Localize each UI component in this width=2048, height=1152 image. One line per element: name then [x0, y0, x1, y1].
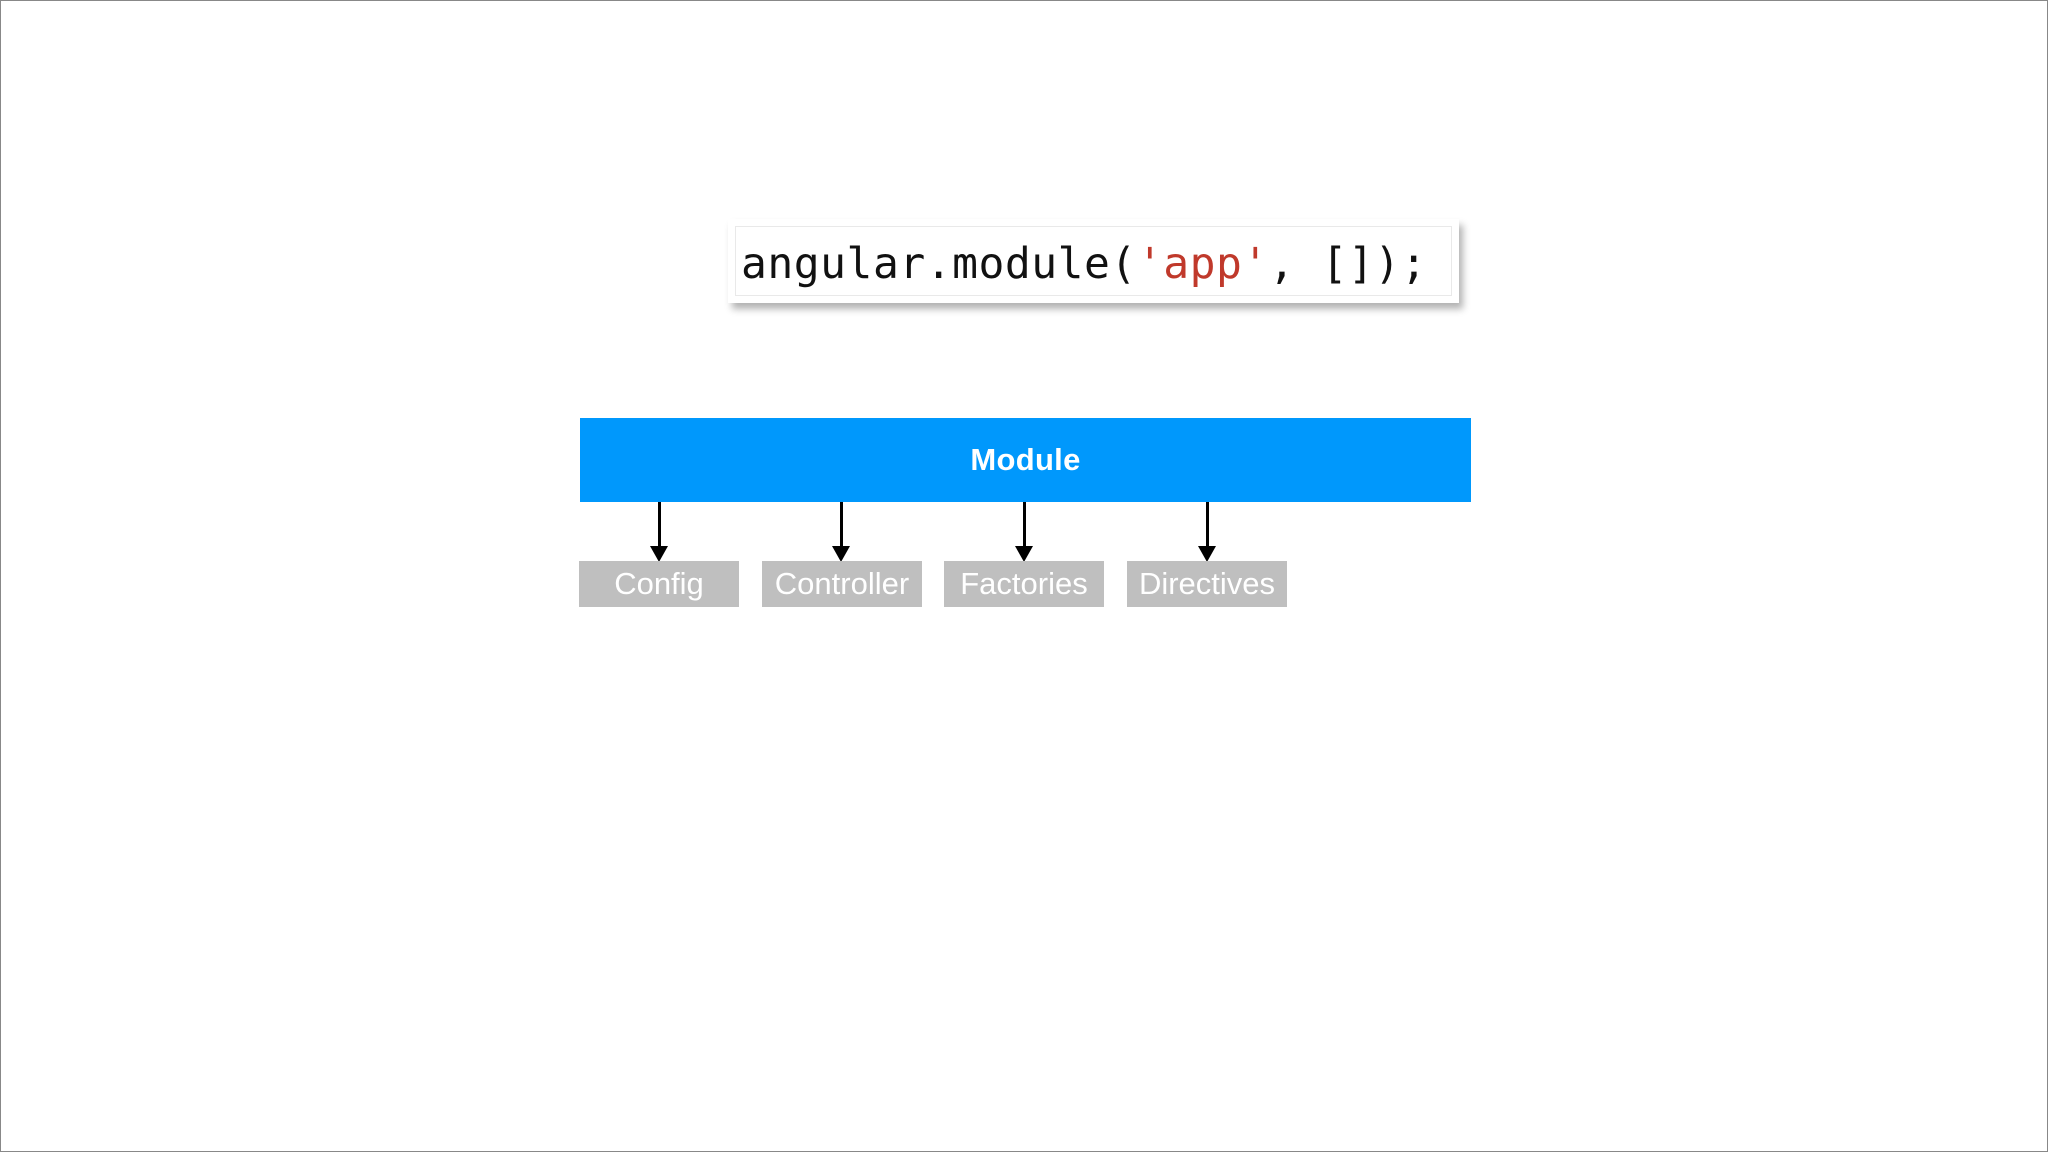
- code-string-literal: 'app': [1136, 239, 1269, 289]
- module-node-label: Module: [970, 442, 1081, 477]
- child-node-directives: Directives: [1127, 561, 1287, 607]
- connector-line-directives: [1206, 502, 1209, 550]
- connector-line-config: [658, 502, 661, 550]
- child-node-label: Factories: [960, 566, 1088, 601]
- code-prefix: angular.module(: [741, 239, 1137, 289]
- arrow-head-icon-factories: [1015, 546, 1033, 562]
- child-node-label: Controller: [774, 566, 910, 601]
- child-node-factories: Factories: [944, 561, 1104, 607]
- module-node: Module: [580, 418, 1471, 502]
- code-suffix: , []);: [1268, 239, 1428, 289]
- connector-line-controller: [840, 502, 843, 550]
- child-node-config: Config: [579, 561, 739, 607]
- arrow-head-icon-config: [650, 546, 668, 562]
- arrow-head-icon-controller: [832, 546, 850, 562]
- connector-line-factories: [1023, 502, 1026, 550]
- child-node-label: Directives: [1138, 566, 1276, 601]
- child-node-controller: Controller: [762, 561, 922, 607]
- code-snippet-card: [728, 219, 1459, 303]
- code-snippet-card-inner-border: [735, 226, 1452, 296]
- arrow-head-icon-directives: [1198, 546, 1216, 562]
- code-snippet-text: angular.module('app', []);: [741, 238, 1461, 290]
- child-node-label: Config: [614, 566, 704, 601]
